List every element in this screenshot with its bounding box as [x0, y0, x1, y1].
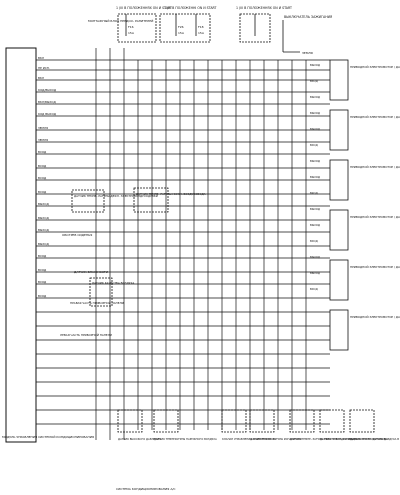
- right-block-0: [329, 59, 349, 101]
- right-pin-11: ВХОД: [310, 239, 318, 243]
- ground-label: ЗЕМЛЯ: [302, 51, 313, 55]
- left-pin-9: ВХОД: [38, 164, 47, 168]
- left-pin-19: ВХОД: [38, 294, 47, 298]
- left-pin-4: ВКЛ/ВЫХОД: [38, 100, 56, 104]
- bottom-label-6: ДАТЧИК ТЕМПЕ- РАТУРЫ ВОЗДУХА В САЛОНЕ: [350, 437, 400, 441]
- right-pin-1: ВХОД: [310, 79, 318, 83]
- header-fuse-mid: 1 (ІІІ В ПОЛОЖЕННІ ON И START: [164, 6, 217, 10]
- left-pin-1: НЕ ИСП.: [38, 66, 50, 70]
- sun-right-label: ПРАВАЯ ЧАСТЬ ПРИБОРНОЙ ПАНЕЛИ: [70, 300, 124, 305]
- right-pin-10: ВЫХОД: [310, 223, 320, 227]
- right-pin-13: ВЫХОД: [310, 271, 320, 275]
- right-pin-9: ВЫХОД: [310, 207, 320, 211]
- right-block-4: [329, 259, 349, 301]
- right-pin-8: ВХОД: [310, 191, 318, 195]
- right-pin-2: ВЫХОД: [310, 95, 320, 99]
- right-pin-5: ВХОД: [310, 143, 318, 147]
- right-pin-6: ВЫХОД: [310, 159, 320, 163]
- left-pin-18: ВХОД: [38, 280, 47, 284]
- right-block-1: [329, 109, 349, 151]
- left-pin-12: ВЫХОД: [38, 202, 50, 206]
- left-pin-17: ВХОД: [38, 268, 47, 272]
- left-pin-labels: ВКЛ НЕ ИСП. ВКЛ КОД/ВЫХОД ВКЛ/ВЫХОД КОД ВЫХОД…: [38, 56, 57, 298]
- left-pin-15: ВЫХОД: [38, 242, 50, 246]
- left-pin-11: ВХОД: [38, 190, 47, 194]
- sun-left-label: ЛЕВАЯ ЧАСТЬ ПРИБОРНОЙ ПАНЕЛИ: [60, 332, 112, 337]
- fuse-f18: F18: [198, 25, 204, 29]
- bottom-box-0: [117, 409, 143, 433]
- sensor-defl: ДАТЧИК ТЕМПЕ- РАТУРЫ ДЕФЛ. ЭЛЕКТРОВОЗДУХ…: [74, 194, 158, 198]
- bottom-label-2: КЛАПАН УПРАВЛЕНИЯ КОМПРЕССОРОМ: [222, 437, 276, 441]
- left-pin-7: ЗЕМЛЯ: [38, 138, 48, 142]
- right-pin-7: ВЫХОД: [310, 175, 320, 179]
- right-pin-14: ВХОД: [310, 287, 318, 291]
- fuse-f26: F26: [178, 25, 184, 29]
- rating-3: 15А: [198, 31, 205, 35]
- header-fuse-left: 1 (ІІІ В ПОЛОЖЕННЯХ ON И START: [116, 6, 172, 10]
- right-block-3: [329, 209, 349, 251]
- header-fuse-box: МОНТАЖНЫЙ БЛОК ПРЕДОХ- РАНИТЕЛЕЙ: [88, 18, 153, 23]
- bottom-label-1: ДАТЧИК ТЕМПЕРАТУРЫ НАРУЖНОГО ВОЗДУХА: [154, 437, 217, 441]
- module-label: МОДУЛЬ УПРАВЛЕНИЯ СИСТЕМОЙ КОНДИЦИОНИРОВ…: [2, 434, 94, 439]
- left-pin-6: ЗЕМЛЯ: [38, 126, 48, 130]
- wire-bundle: [36, 59, 330, 425]
- right-block-label-0: ПРИВОДНОЙ ЭЛЕКТРОМОТОР / ДАТЧИК ПОЛОЖЕНИ…: [350, 64, 400, 69]
- air-quality-label: ДАТЧИК КАЧЕСТВА ВОЗДУХА: [92, 281, 134, 285]
- rating-2: 15А: [178, 31, 185, 35]
- bottom-box-4: [289, 409, 315, 433]
- bottom-box-5: [319, 409, 345, 433]
- control-module: [5, 47, 37, 443]
- right-block-label-3: ПРИВОДНОЙ ЭЛЕКТРОМОТОР / ДАТЧИК ПОЛОЖЕНИ…: [350, 214, 400, 219]
- humidity-label: ДАТЧИК ВЛАЖНОСТИ: [74, 270, 108, 274]
- bottom-box-3: [249, 409, 275, 433]
- left-pin-3: КОД/ВЫХОД: [38, 88, 57, 92]
- right-block-5: [329, 309, 349, 351]
- left-pin-13: ВЫХОД: [38, 216, 50, 220]
- right-block-label-5: ПРИВОДНОЙ ЭЛЕКТРОМОТОР / ДАТЧИК ПОЛОЖЕНИ…: [350, 314, 400, 319]
- rating-1: 15А: [128, 31, 135, 35]
- bottom-label-4: ДАТЧИК ТЕМПЕ- РАТУРЫ ЛЕВОГО ВОЗДУХОВОДА: [290, 437, 356, 441]
- left-pin-2: ВКЛ: [38, 76, 44, 80]
- header-fuse-right: 1 (ІІІ В ПОЛОЖЕННЯХ ON И START: [236, 6, 292, 10]
- fuse-f16: F16: [128, 25, 134, 29]
- sensor-lower: ДАТЧИК ТЕМПЕ- РАТУРЫ НИЖН. ВОЗДУХОВОДА: [136, 192, 206, 196]
- left-pin-8: ВХОД: [38, 150, 47, 154]
- right-block-2: [329, 159, 349, 201]
- bottom-label-5: ДАТЧИК ТЕМПЕ- РАТУРЫ ПРАВОГО ВОЗДУХОВОДА: [320, 437, 388, 441]
- left-pin-16: ВХОД: [38, 254, 47, 258]
- bottom-box-2: [221, 409, 247, 433]
- bottom-label-3: ДАТЧИК ТЕМПЕ- РАТУРЫ ИСПАРИТЕЛЯ: [250, 437, 302, 441]
- right-pin-0: ВЫХОД: [310, 63, 320, 67]
- left-pin-14: ВЫХОД: [38, 228, 50, 232]
- bottom-label-0: ДАТЧИК ВЫСОКОГО ДАВЛЕНИЯ: [118, 437, 161, 441]
- right-actuator-blocks: ПРИВОДНОЙ ЭЛЕКТРОМОТОР / ДАТЧИК ПОЛОЖЕНИ…: [310, 59, 400, 351]
- footnote: СИСТЕМА КОНДИЦИОНИРОВАНИЯ A/C: [116, 487, 176, 491]
- left-pin-5: КОД ВЫХОД: [38, 112, 57, 116]
- right-pin-12: ВЫХОД: [310, 255, 320, 259]
- right-block-label-1: ПРИВОДНОЙ ЭЛЕКТРОМОТОР / ДАТЧИК ПОЛОЖЕНИ…: [350, 114, 400, 119]
- bottom-box-6: [349, 409, 375, 433]
- header-switch: ВЫКЛЮЧАТЕЛЬ ЗАЖИГАНИЯ: [284, 15, 332, 19]
- right-pin-4: ВЫХОД: [310, 127, 320, 131]
- left-pin-10: ВХОД: [38, 176, 47, 180]
- bottom-box-1: [153, 409, 179, 433]
- heated-seat-label: ОБОГРЕВ СИДЕНЬЯ: [62, 233, 92, 237]
- right-block-label-4: ПРИВОДНОЙ ЭЛЕКТРОМОТОР / ДАТЧИК ПОЛОЖЕНИ…: [350, 264, 400, 269]
- left-pin-0: ВКЛ: [38, 56, 44, 60]
- right-pin-3: ВЫХОД: [310, 111, 320, 115]
- right-block-label-2: ПРИВОДНОЙ ЭЛЕКТРОМОТОР / ДАТЧИК ПОЛОЖЕНИ…: [350, 164, 400, 169]
